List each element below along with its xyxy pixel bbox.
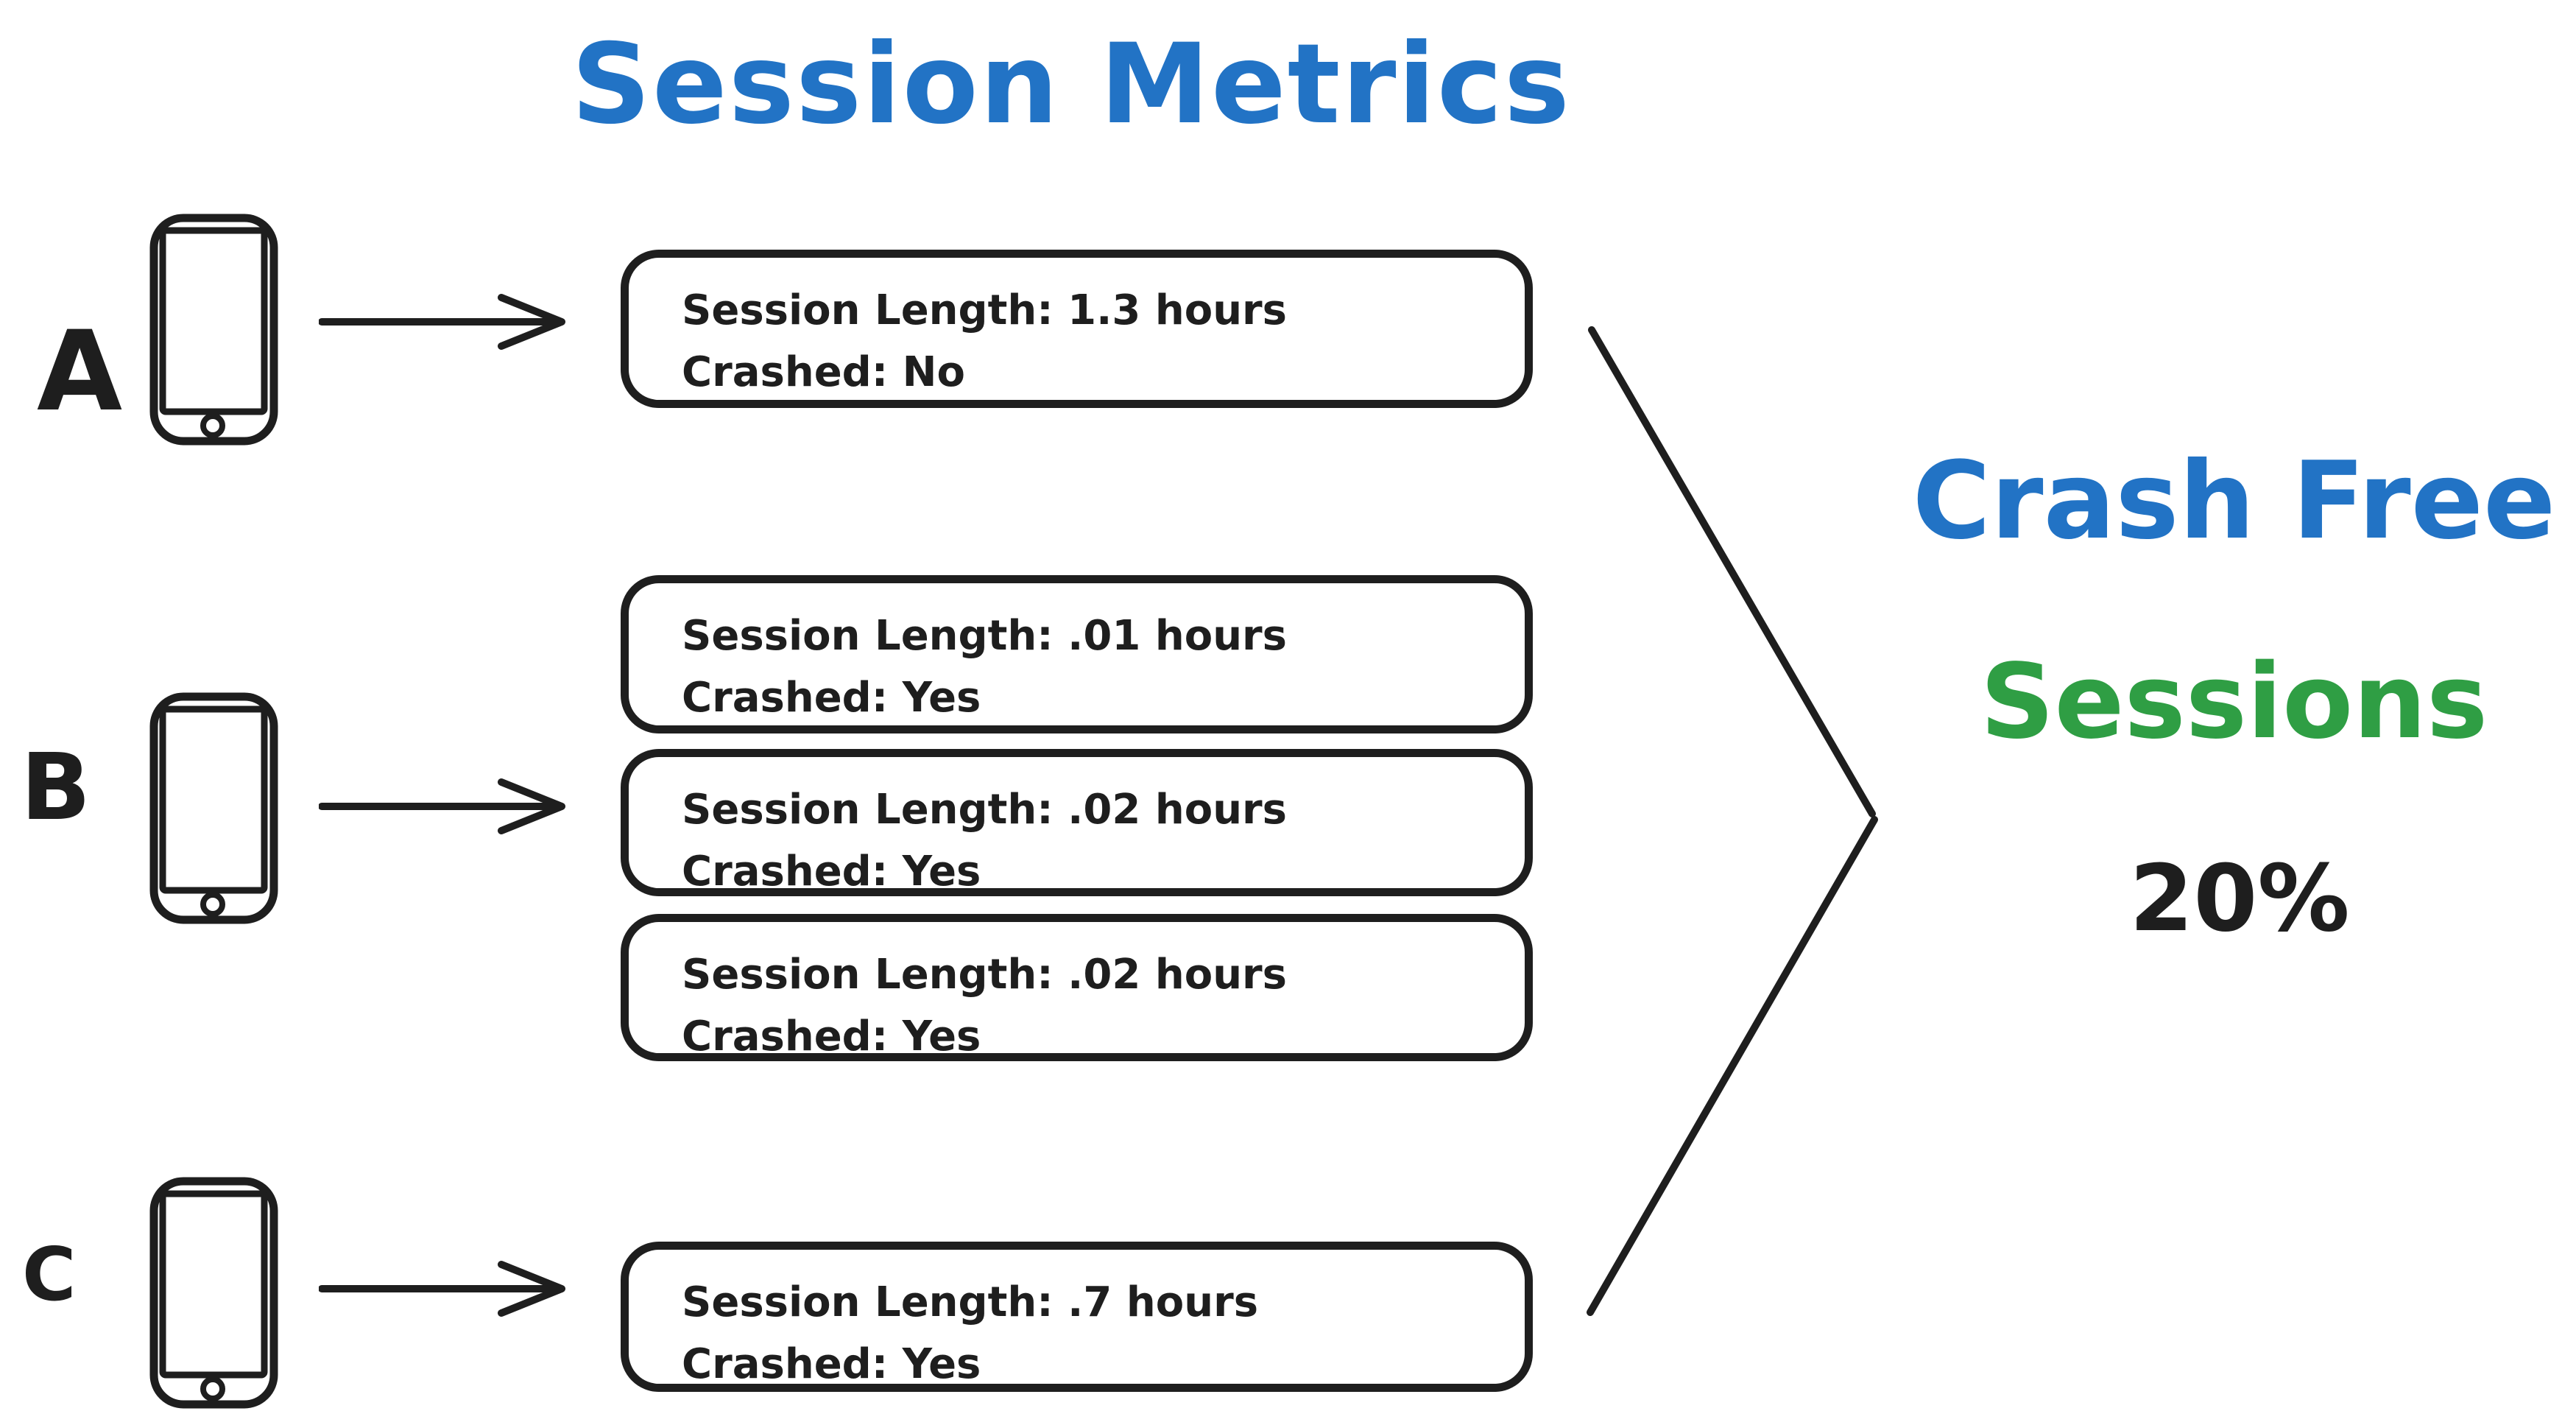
device-b-label: B (21, 734, 91, 841)
crashed-text: Crashed: Yes (682, 1013, 981, 1060)
phone-body (149, 214, 278, 446)
arrow-head (498, 294, 565, 350)
session-length-text: Session Length: .02 hours (682, 951, 1288, 999)
crashed-text: Crashed: No (682, 348, 965, 396)
session-length-text: Session Length: .01 hours (682, 612, 1288, 660)
phone-body (149, 692, 278, 924)
session-length-text: Session Length: .7 hours (682, 1278, 1259, 1326)
phone-icon (149, 214, 278, 446)
session-box: Session Length: .02 hours Crashed: Yes (621, 914, 1533, 1061)
phone-body (149, 1177, 278, 1409)
device-a-label: A (37, 308, 123, 436)
phone-screen (159, 227, 268, 415)
session-box: Session Length: .02 hours Crashed: Yes (621, 749, 1533, 896)
phone-screen (159, 1190, 268, 1379)
session-length-text: Session Length: .02 hours (682, 786, 1288, 834)
result-heading-line1: Crash Free (1912, 439, 2556, 563)
arrow-icon (319, 1261, 565, 1317)
arrow-head (498, 1261, 565, 1317)
chevron-upper-line (1588, 326, 1876, 817)
arrow-icon (319, 778, 565, 834)
crashed-text: Crashed: Yes (682, 848, 981, 896)
session-length-text: Session Length: 1.3 hours (682, 286, 1288, 334)
arrow-icon (319, 294, 565, 350)
crashed-text: Crashed: Yes (682, 1340, 981, 1388)
chevron-icon (1587, 326, 1878, 1316)
result-percentage: 20% (2129, 845, 2350, 952)
home-button (200, 892, 225, 917)
result-heading-line2: Sessions (1980, 642, 2488, 762)
arrow-head (498, 778, 565, 834)
session-box: Session Length: 1.3 hours Crashed: No (621, 250, 1533, 408)
session-box: Session Length: .7 hours Crashed: Yes (621, 1242, 1533, 1392)
device-c-label: C (22, 1231, 77, 1317)
crashed-text: Crashed: Yes (682, 674, 981, 722)
home-button (200, 1376, 225, 1401)
home-button (200, 413, 225, 438)
phone-screen (159, 706, 268, 894)
session-box: Session Length: .01 hours Crashed: Yes (621, 575, 1533, 733)
phone-icon (149, 1177, 278, 1409)
diagram-title: Session Metrics (571, 21, 1572, 149)
chevron-lower-line (1587, 816, 1878, 1316)
phone-icon (149, 692, 278, 924)
